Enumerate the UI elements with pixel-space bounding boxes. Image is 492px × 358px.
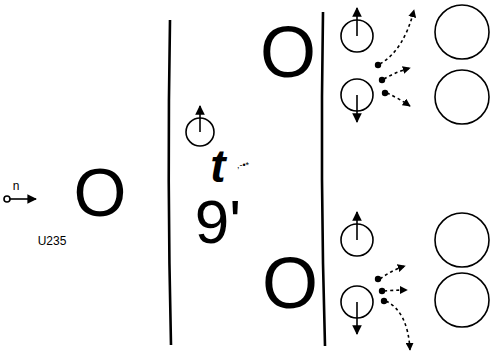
neutron-path [386,301,410,350]
neutron-dot [375,62,381,68]
spin-arrow [356,212,358,240]
ocr-mark: ,-•* [237,161,249,170]
fragment-symbol [435,70,489,124]
spin-arrow [356,8,358,36]
stage-divider [322,12,325,346]
stage-divider [169,20,171,345]
ocr-number: 9' [195,191,241,253]
neutron-path [380,10,414,64]
neutron-path [387,93,410,106]
fragment-symbol [435,213,489,267]
spin-arrow [356,95,358,122]
neutron-path [380,266,405,279]
neutron-dot [381,298,387,304]
ocr-letter: t [210,143,225,189]
neutron-arrow [10,198,36,200]
nucleus-letter: O [74,158,127,226]
fragment-symbol [435,273,489,327]
neutron-path [384,290,407,291]
neutron-dot [382,90,388,96]
spin-arrow [199,106,201,132]
nucleus-letter: O [262,247,318,319]
neutron-symbol [4,196,10,202]
nucleus-letter: O [260,16,316,88]
neutron-dot [379,77,385,83]
neutron-label: n [13,180,20,192]
spin-arrow [356,302,358,334]
neutron-path [384,68,410,79]
isotope-label: U235 [38,235,67,247]
neutron-dot [375,276,381,282]
neutron-dot [379,288,385,294]
fragment-symbol [435,5,489,59]
